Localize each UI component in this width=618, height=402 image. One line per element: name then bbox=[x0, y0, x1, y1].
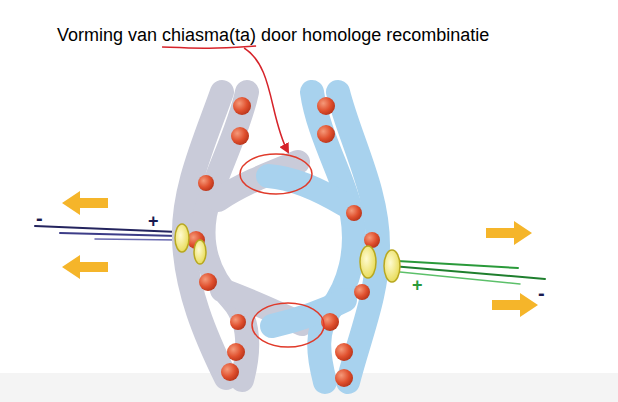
plus-sign: + bbox=[412, 276, 423, 296]
spindle-fibres-right bbox=[380, 260, 545, 284]
kinetochores bbox=[175, 224, 400, 282]
blue-chromosome bbox=[268, 92, 378, 382]
movement-arrows bbox=[62, 191, 538, 317]
leader-arrow bbox=[244, 48, 288, 152]
minus-sign: - bbox=[538, 282, 545, 304]
grey-chromosome bbox=[184, 92, 302, 380]
annotation-text: Vorming van chiasma(ta) door homologe re… bbox=[57, 26, 489, 46]
underline bbox=[162, 46, 256, 48]
minus-sign: - bbox=[36, 207, 43, 229]
plus-sign: + bbox=[148, 212, 159, 232]
chiasma-marker bbox=[240, 154, 324, 347]
background-band bbox=[0, 373, 618, 402]
